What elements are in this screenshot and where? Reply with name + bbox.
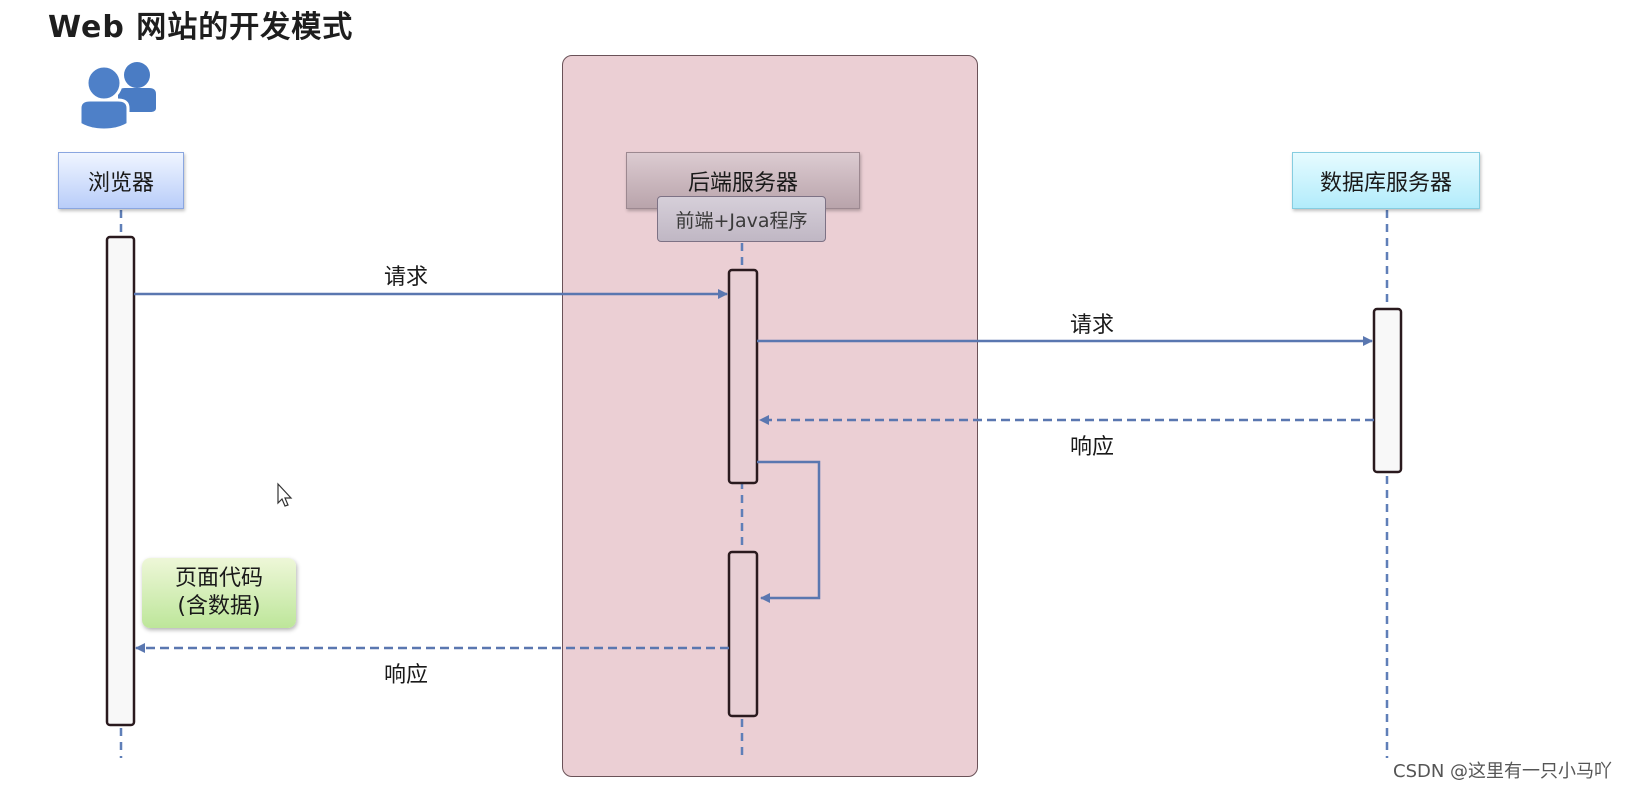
browser-participant: 浏览器 [58,152,184,209]
page-title: Web 网站的开发模式 [48,10,354,45]
response-label-1: 响应 [1070,435,1115,460]
page-code-note: 页面代码 (含数据) [142,558,296,628]
mouse-cursor-icon [277,482,293,507]
watermark: CSDN @这里有一只小马吖 [1393,761,1613,782]
self-call-arrow [757,460,821,603]
note-line-1: 页面代码 [174,566,263,591]
backend-activation-1 [727,268,759,485]
request-label-1: 请求 [384,265,429,290]
database-activation [1372,307,1403,474]
browser-activation [105,235,136,727]
response-label-2: 响应 [384,663,429,688]
backend-activation-2 [727,550,759,718]
note-line-2: (含数据) [177,594,261,619]
backend-sub-label: 前端+Java程序 [657,196,826,242]
request-label-2: 请求 [1070,313,1115,338]
users-icon [78,62,156,132]
database-server-participant: 数据库服务器 [1292,152,1480,209]
